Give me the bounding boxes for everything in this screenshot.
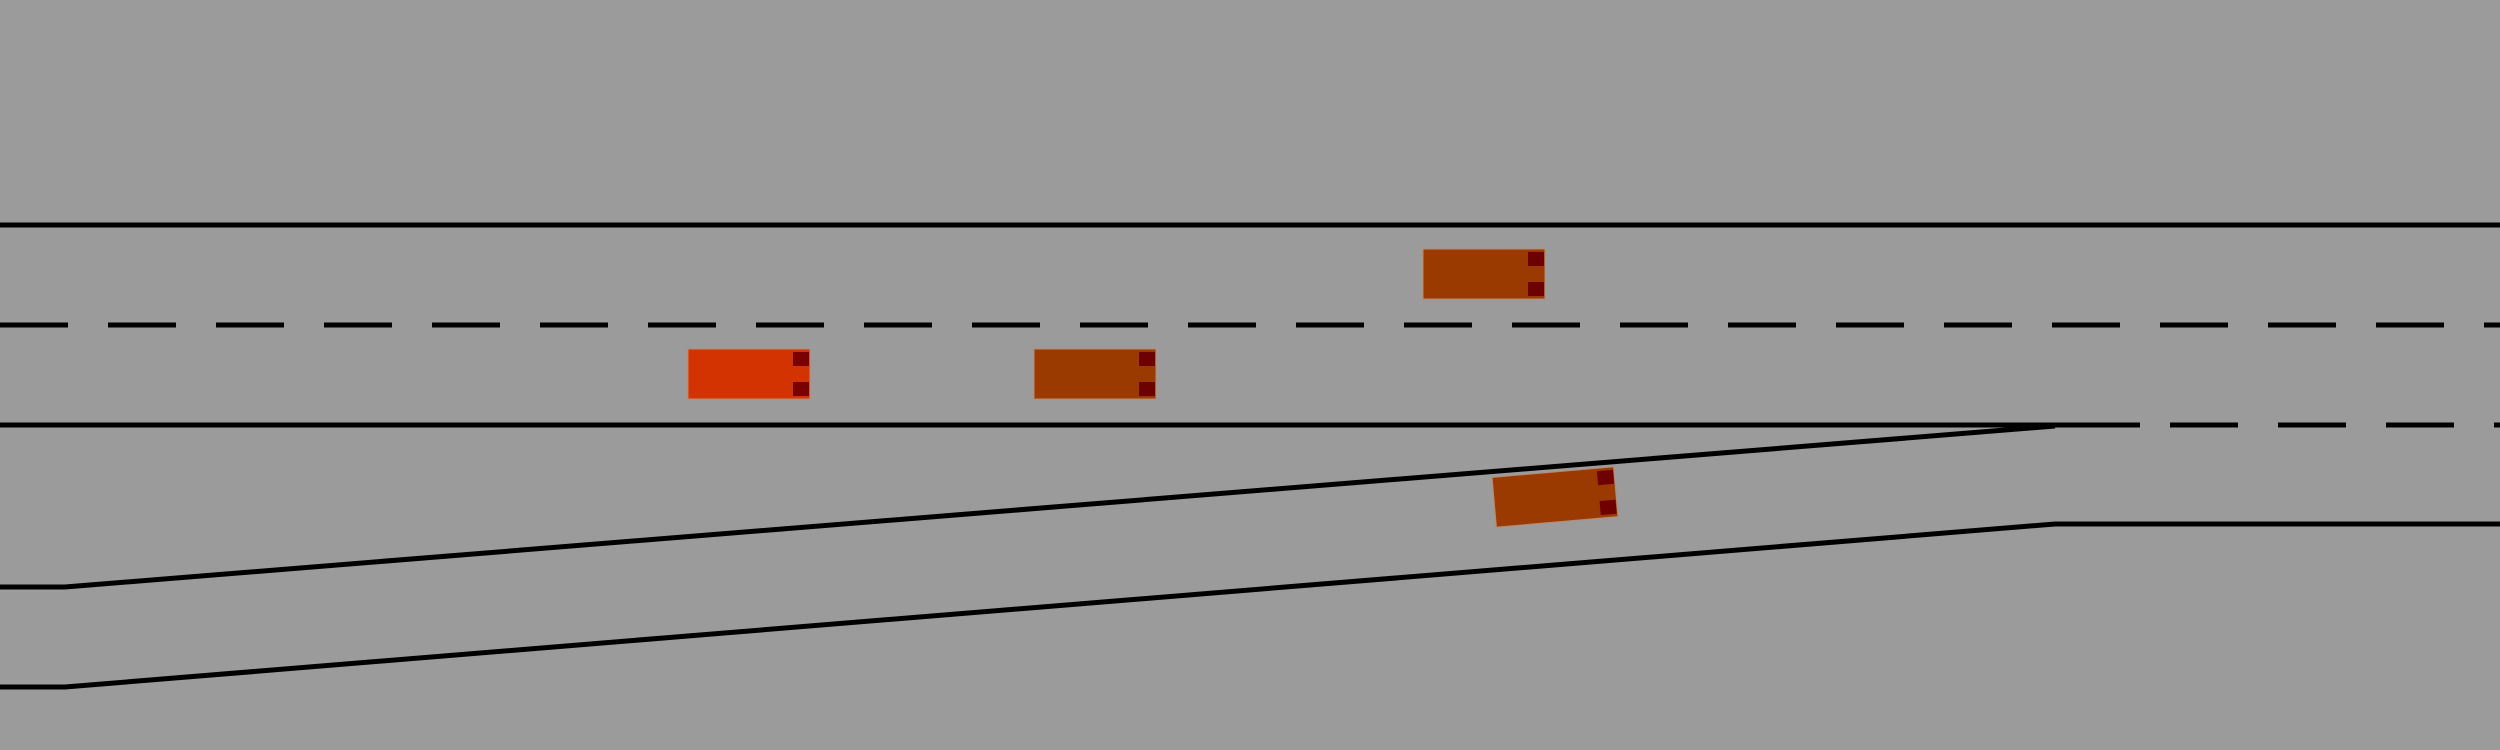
vehicle-headlight <box>1596 469 1615 486</box>
vehicle-ego <box>687 348 811 400</box>
ramp-lower-edge <box>0 521 2500 690</box>
ramp-upper-edge <box>0 423 2056 590</box>
vehicle-car-3 <box>1491 466 1619 528</box>
vehicle-headlight <box>1139 382 1155 396</box>
vehicle-headlight <box>1599 499 1617 516</box>
vehicle-headlight <box>1139 352 1155 366</box>
vehicle-headlight <box>793 382 809 396</box>
vehicle-body <box>687 348 811 400</box>
vehicle-headlight <box>1528 282 1544 296</box>
vehicle-car-2 <box>1422 248 1546 300</box>
vehicle-body <box>1491 466 1619 528</box>
vehicle-body <box>1033 348 1157 400</box>
vehicle-headlight <box>1528 252 1544 266</box>
vehicle-headlight <box>793 352 809 366</box>
vehicle-body <box>1422 248 1546 300</box>
vehicle-car-1 <box>1033 348 1157 400</box>
